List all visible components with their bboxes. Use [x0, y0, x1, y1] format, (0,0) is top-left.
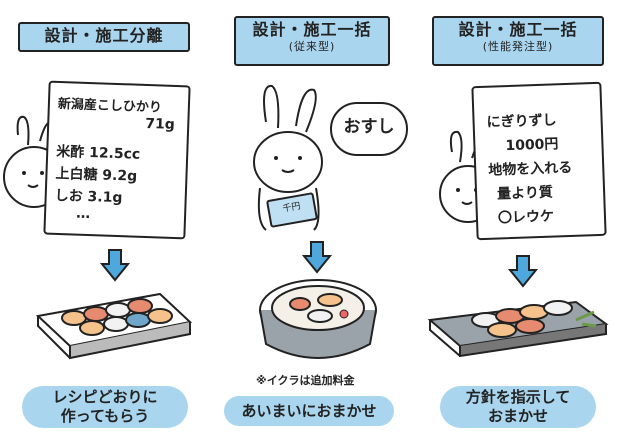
recipe-paper: 新潟産こしひかり 71g 米酢 12.5cc 上白糖 9.2g しお 3.1g …: [43, 80, 191, 240]
paper-line: 〇レウケ: [497, 208, 555, 227]
down-arrow-icon: [302, 241, 332, 274]
order-paper: にぎりずし 1000円 地物を入れる 量より質 〇レウケ: [471, 81, 607, 241]
sushi-bowl-illustration: [259, 279, 377, 359]
caption-line: 方針を指示して: [465, 388, 571, 406]
caption-line: おまかせ: [487, 407, 548, 425]
paper-line: しお 3.1g: [54, 187, 123, 207]
title-text: 設計・施工一括: [252, 20, 372, 39]
paper-line: 71g: [144, 115, 176, 133]
paper-line: 米酢 12.5cc: [55, 143, 141, 163]
caption: レシピどおりに 作ってもらう: [22, 386, 188, 428]
caption-line: レシピどおりに: [52, 388, 158, 406]
bubble-text: おすし: [343, 117, 395, 137]
paper-line: 1000円: [505, 136, 559, 155]
paper-line: にぎりずし: [486, 112, 557, 131]
column-title: 設計・施工一括 (従来型): [234, 16, 390, 66]
additional-charge-note: ※イクラは追加料金: [256, 374, 355, 387]
column-traditional: 設計・施工一括 (従来型) 千円 おすし ※イクラは追加料金 あいまいにおまかせ: [206, 0, 412, 435]
caption: 方針を指示して おまかせ: [440, 386, 596, 428]
sushi-tray-illustration: [35, 292, 193, 360]
paper-line: 量より質: [496, 184, 554, 203]
subtitle-text: (性能発注型): [482, 40, 554, 53]
sushi-tray-illustration: [427, 300, 609, 358]
speech-bubble: おすし: [330, 102, 408, 156]
subtitle-text: (従来型): [288, 40, 336, 53]
rabbit-illustration: [253, 84, 323, 231]
column-performance: 設計・施工一括 (性能発注型) にぎりずし 1000円 地物を入れる 量より質 …: [412, 0, 618, 435]
paper-line: 上白糖 9.2g: [55, 165, 138, 185]
paper-line: 地物を入れる: [488, 159, 573, 179]
title-text: 設計・施工一括: [458, 20, 578, 39]
caption: あいまいにおまかせ: [224, 396, 394, 426]
column-title: 設計・施工一括 (性能発注型): [432, 16, 604, 66]
paper-line: 新潟産こしひかり: [57, 96, 163, 116]
down-arrow-icon: [100, 249, 130, 282]
title-text: 設計・施工分離: [44, 26, 164, 45]
ticket-text: 千円: [281, 201, 302, 215]
caption-line: 作ってもらう: [60, 407, 150, 425]
paper-line: …: [75, 205, 91, 223]
caption-line: あいまいにおまかせ: [241, 402, 377, 420]
column-title: 設計・施工分離: [18, 22, 190, 52]
down-arrow-icon: [508, 255, 538, 288]
column-separated: 設計・施工分離 新潟産こしひかり 71g 米酢 12.5cc 上白糖 9.2g …: [0, 0, 206, 435]
